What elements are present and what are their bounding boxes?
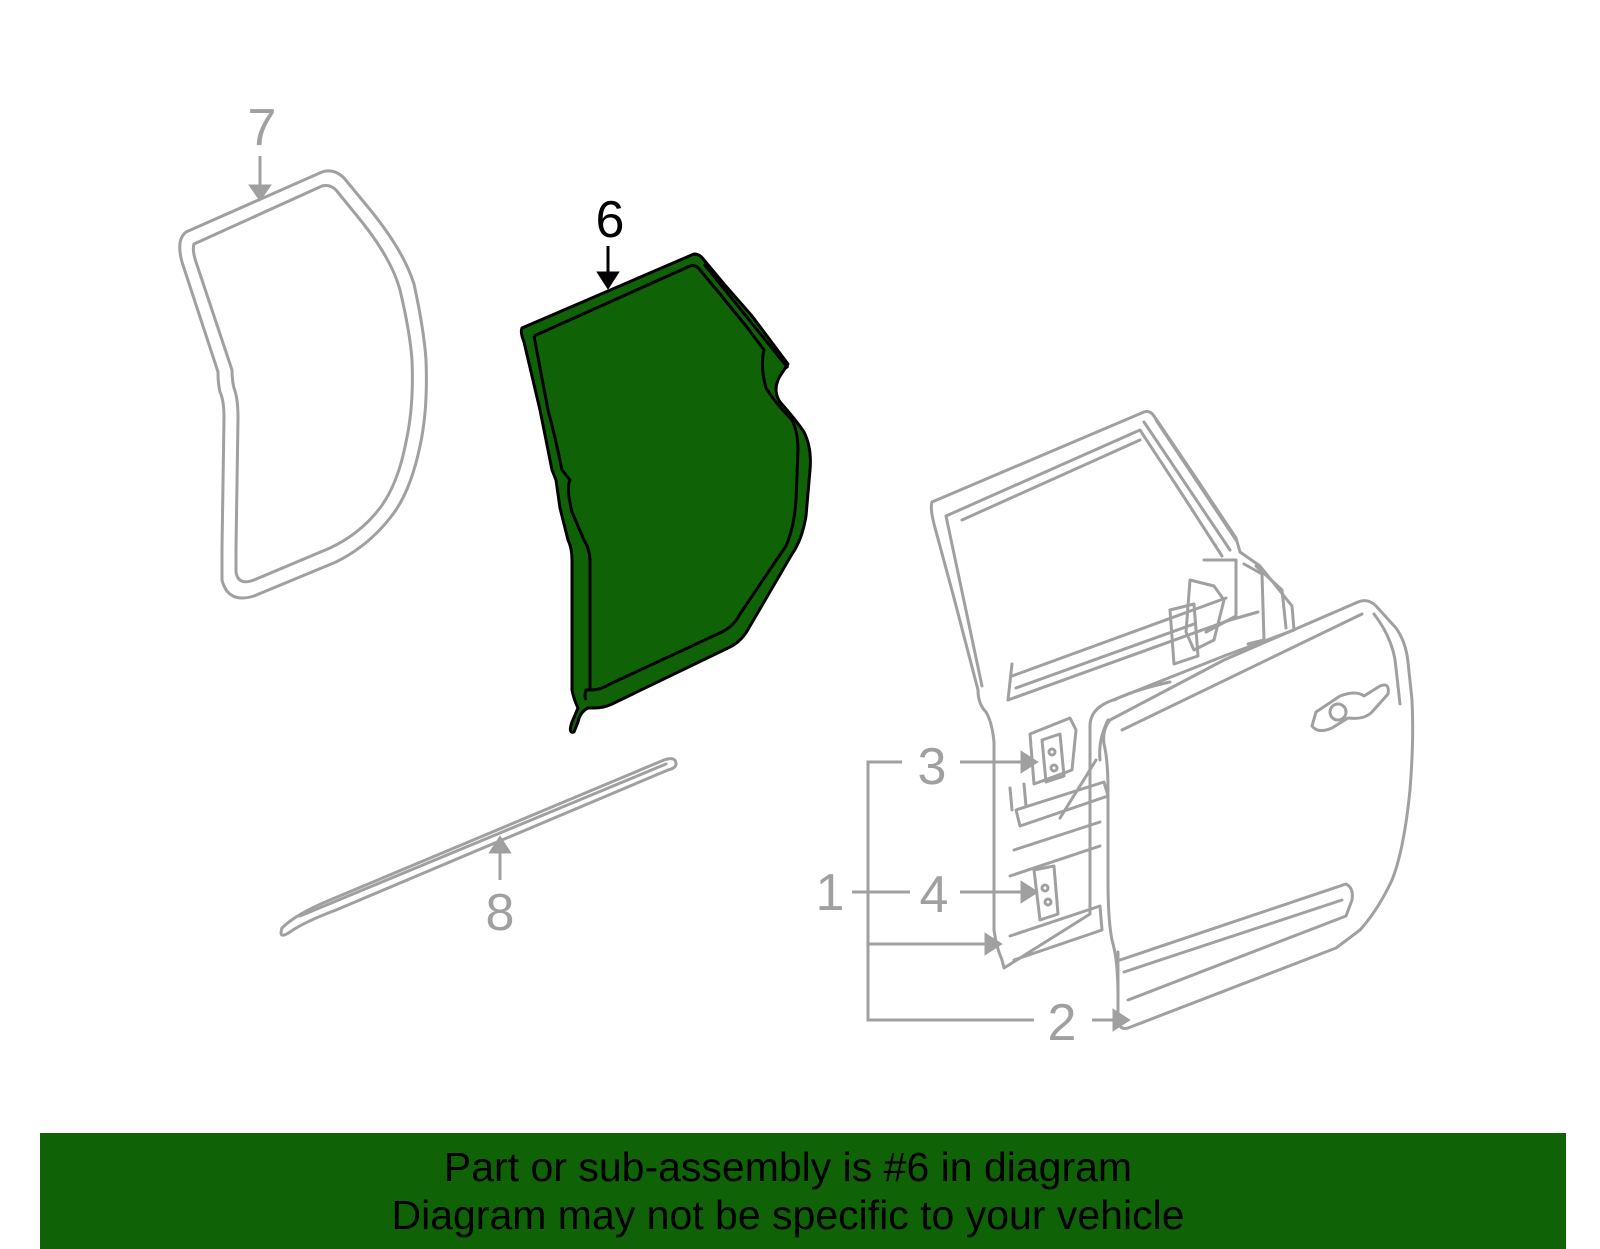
callout-1[interactable]: 1: [816, 864, 845, 922]
notice-banner: Part or sub-assembly is #6 in diagram Di…: [40, 1133, 1566, 1249]
callout-6[interactable]: 6: [596, 191, 625, 249]
callout-7[interactable]: 7: [248, 99, 277, 157]
part-3-upper-hinge: [1040, 732, 1066, 784]
banner-line-2: Diagram may not be specific to your vehi…: [391, 1192, 1185, 1238]
door-inner-panel: [929, 410, 1296, 970]
callout-2[interactable]: 2: [1048, 994, 1077, 1052]
callout-bracket-1: [852, 750, 1131, 1032]
callout-8[interactable]: 8: [486, 884, 515, 942]
callout-7-leader: [248, 156, 272, 202]
banner-line-1: Part or sub-assembly is #6 in diagram: [443, 1144, 1133, 1190]
part-6-weatherstrip[interactable]: [519, 252, 812, 734]
callout-3[interactable]: 3: [918, 738, 947, 796]
callout-6-leader: [596, 246, 620, 290]
part-2-outer-skin: [1102, 599, 1415, 1030]
part-7-weatherstrip[interactable]: [178, 169, 428, 600]
door-shell-assembly[interactable]: [929, 410, 1415, 1030]
door-handle: [1310, 683, 1390, 733]
part-4-lower-hinge: [1032, 864, 1060, 922]
part-8-molding[interactable]: [279, 757, 678, 937]
callout-8-leader: [488, 835, 512, 880]
callout-4[interactable]: 4: [920, 866, 949, 924]
